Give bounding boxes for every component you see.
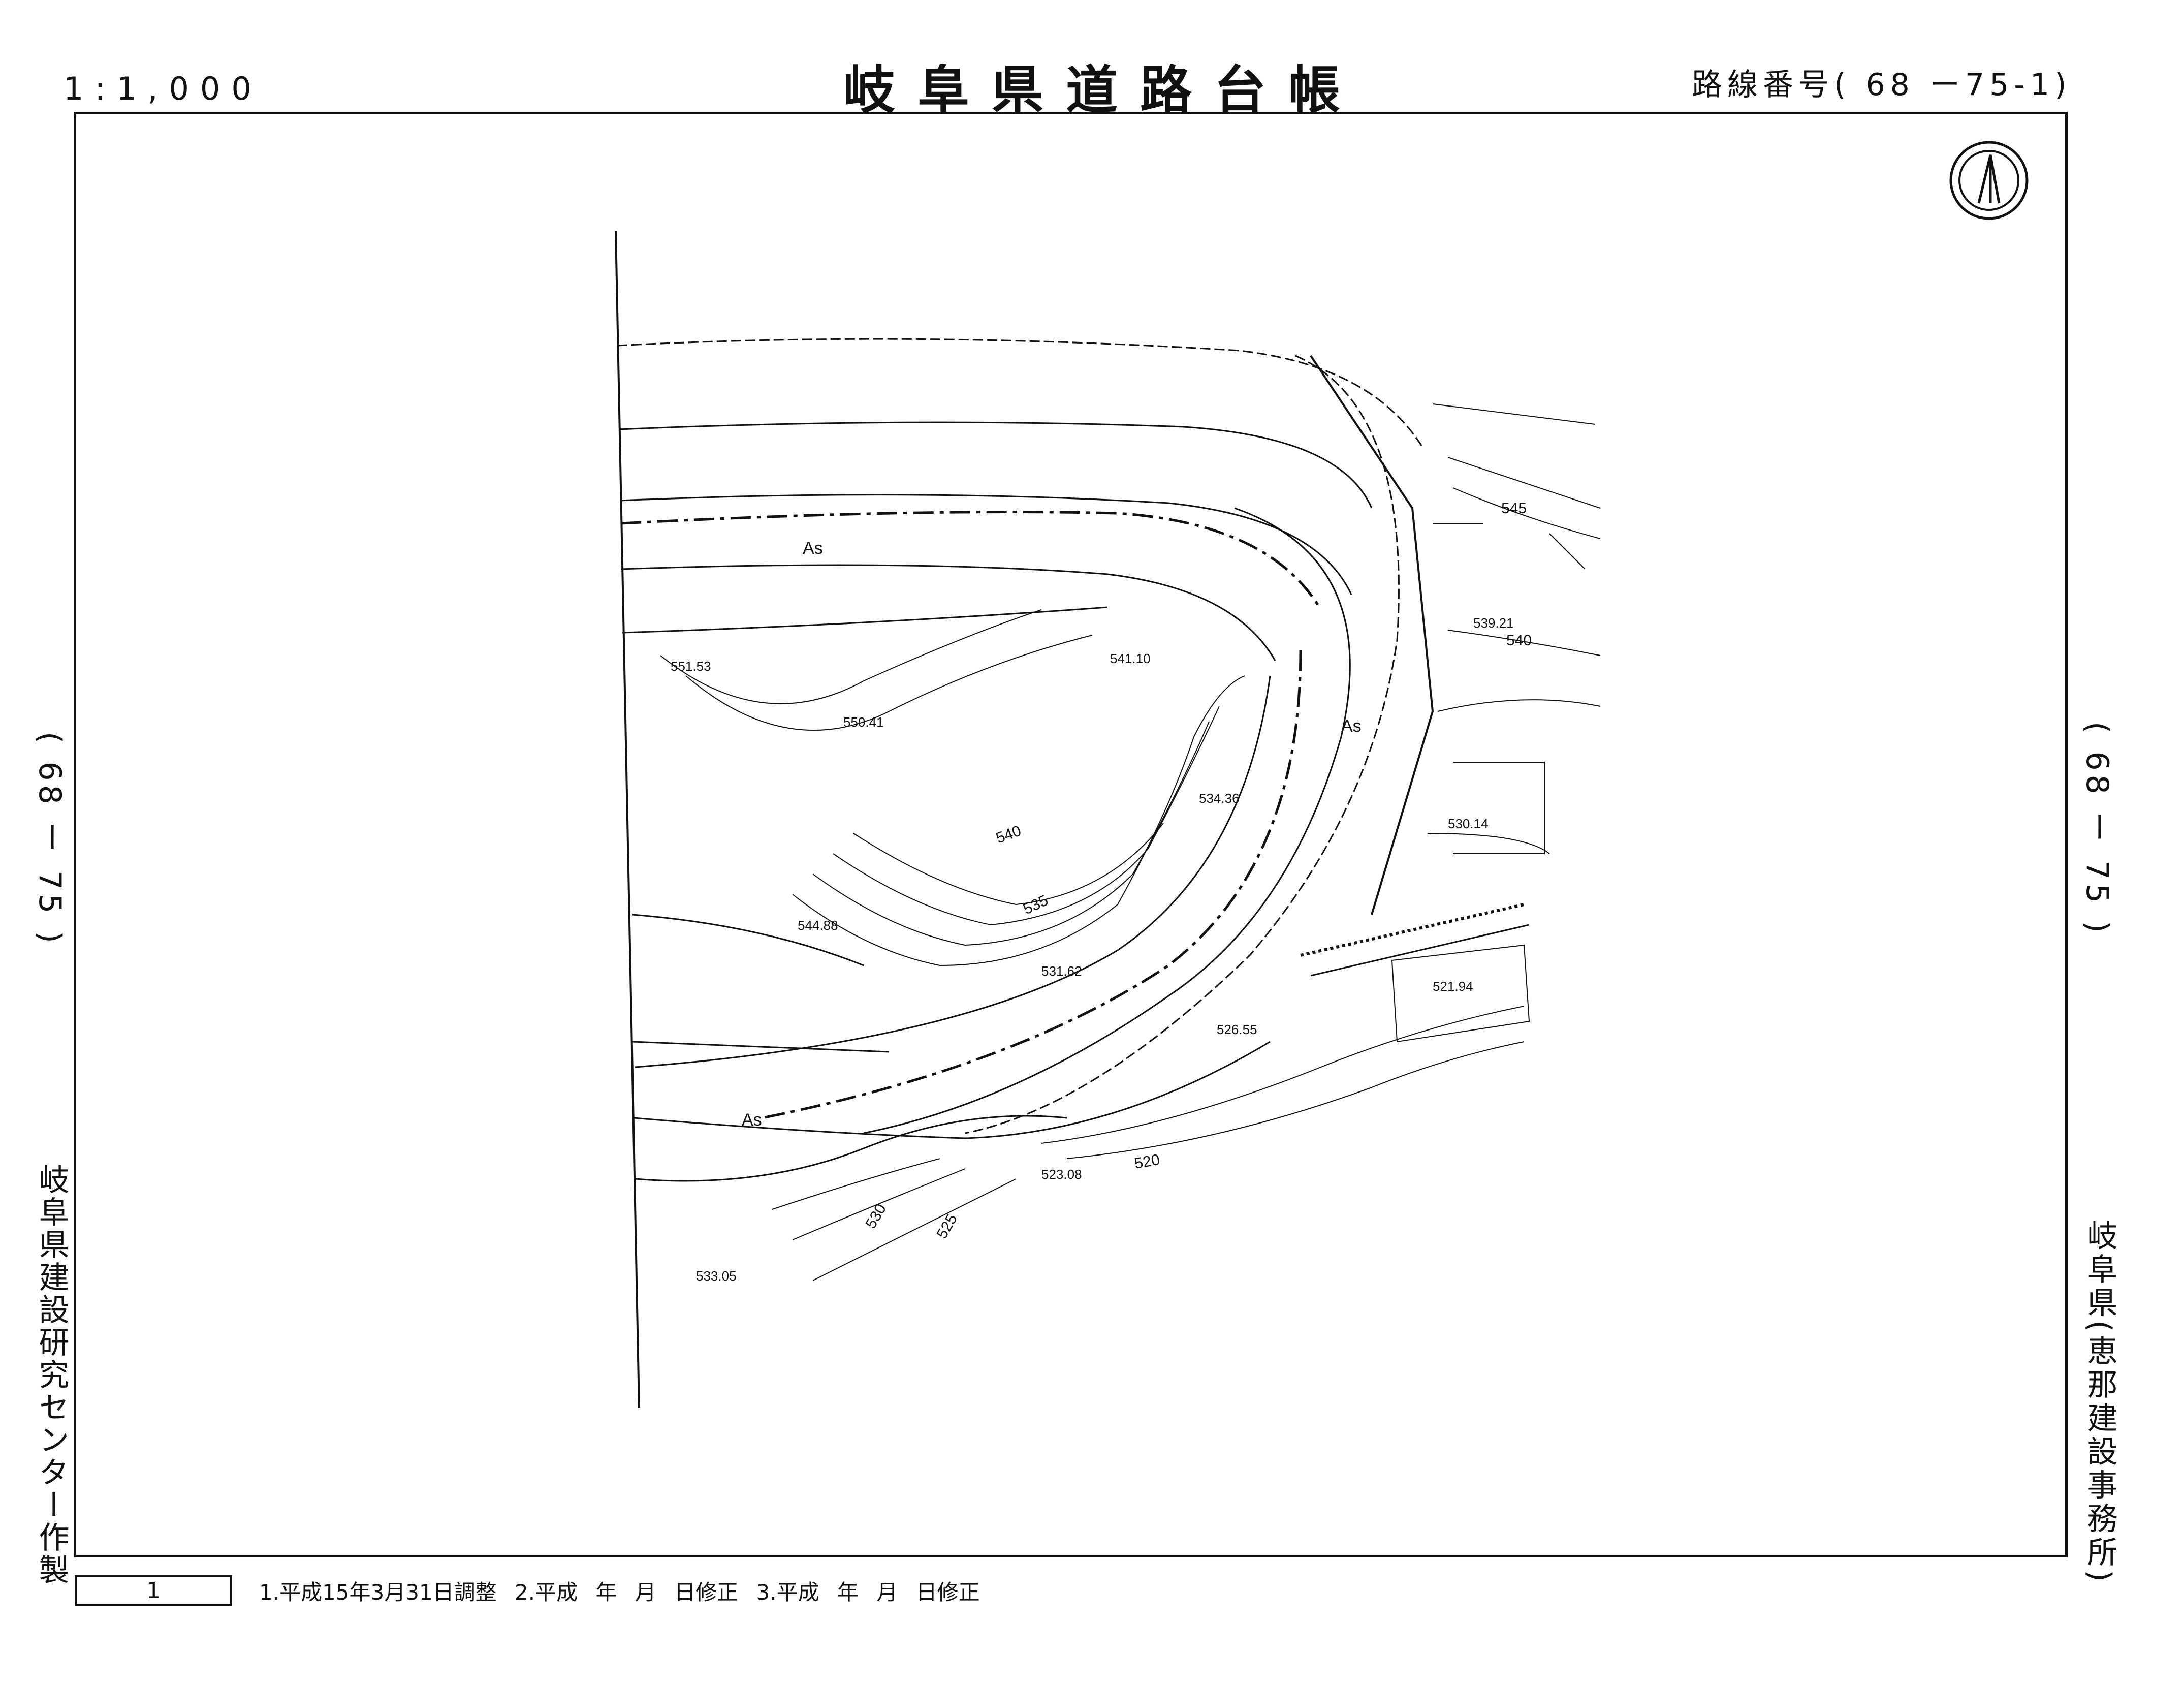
spot-elevation: 550.41 [843,714,884,730]
office-label: 岐阜県(恵那建設事務所) [2082,1220,2117,1585]
revision-history: 1.平成15年3月31日調整 2.平成 年 月 日修正 3.平成 年 月 日修正 [259,1580,980,1605]
contour-label: 520 [1133,1151,1161,1172]
surface-label: As [1341,716,1362,736]
spot-elevation: 521.94 [1433,979,1473,994]
contour-label: 525 [933,1211,961,1242]
spot-elevation: 534.36 [1199,791,1240,806]
spot-elevation: 533.05 [696,1268,737,1284]
contour-label: 540 [994,822,1023,847]
plot-outlines [1391,403,1596,1043]
upper-road [617,338,1423,661]
contour-label: 530 [862,1201,890,1232]
surface-label: As [742,1110,762,1130]
maker-label: 岐阜県建設研究センター作製 [34,1164,69,1586]
spot-elevation: 530.14 [1448,816,1489,831]
surface-label: As [803,539,823,558]
sheet-number: 1 [75,1575,232,1606]
sheet-match-line [615,231,640,1408]
page-title: 岐阜県道路台帳 [843,60,1363,121]
spot-elevation: 526.55 [1217,1022,1257,1037]
spot-elevation: 544.88 [798,918,838,933]
contour-label: 545 [1501,500,1527,517]
spot-elevation: 523.08 [1041,1167,1082,1182]
north-arrow-icon [1949,141,2029,220]
spot-elevation: 539.21 [1473,615,1514,631]
right-route-code: ( 68 ー 75 ) [2079,722,2115,937]
spot-elevation: 541.10 [1110,651,1151,666]
spot-elevation: 531.62 [1041,963,1082,979]
spot-elevation: 551.53 [671,659,711,674]
map-scale: 1:1,000 [64,70,263,107]
route-number: 路線番号( 68 ー75-1) [1692,67,2072,103]
contour-label: 540 [1506,632,1532,649]
map-frame [74,112,2068,1557]
left-route-code: ( 68 ー 75 ) [32,732,68,947]
contour-lines [660,457,1601,1281]
hairpin-curve [635,355,1434,1134]
lower-road [632,903,1530,1182]
